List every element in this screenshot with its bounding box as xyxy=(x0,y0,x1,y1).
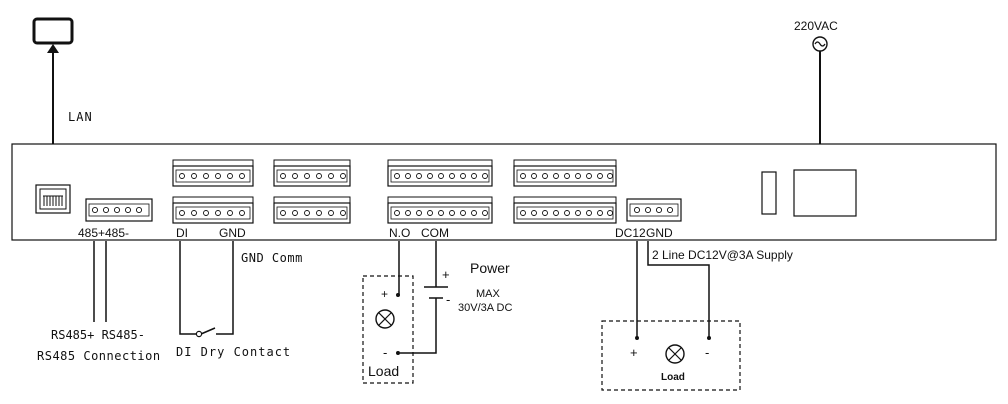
supply-wires xyxy=(636,241,710,338)
load1-node-minus xyxy=(396,351,400,355)
lan-label: LAN xyxy=(68,110,93,124)
load2-node-plus xyxy=(635,336,639,340)
port-label-com: COM xyxy=(421,226,449,240)
terminal-comm-top xyxy=(273,159,351,187)
port-label-dc12: DC12 xyxy=(615,226,646,240)
port-label-485p: 485+ xyxy=(78,226,105,240)
monitor-icon xyxy=(32,17,74,53)
lamp-icon xyxy=(375,309,395,329)
load2-box xyxy=(601,320,741,391)
load1-box xyxy=(362,275,414,384)
relay-wires xyxy=(398,241,437,354)
battery-plus: + xyxy=(442,267,450,282)
di-dry-contact-wires xyxy=(179,241,234,335)
load1-plus: + xyxy=(381,287,388,301)
load2-plus: + xyxy=(630,345,638,360)
rs485-pm-label: RS485+ RS485- xyxy=(51,328,145,342)
battery-icon xyxy=(424,286,448,299)
ac-source-icon xyxy=(812,36,828,52)
di-dry-contact-label: DI Dry Contact xyxy=(176,345,291,359)
lamp-icon xyxy=(665,344,685,364)
port-label-485m: 485- xyxy=(105,226,129,240)
ac-inlet xyxy=(793,169,857,217)
terminal-relay-top xyxy=(387,159,493,187)
terminal-485 xyxy=(85,198,153,222)
battery-minus: - xyxy=(446,292,450,307)
port-label-no: N.O xyxy=(389,226,410,240)
rs485-connection-label: RS485 Connection xyxy=(37,349,161,363)
label-mask xyxy=(310,248,332,268)
power-label: Power xyxy=(470,260,510,276)
port-label-gnd2: GND xyxy=(646,226,673,240)
port-label-gnd1: GND xyxy=(219,226,246,240)
load2-label: Load xyxy=(661,372,685,383)
switch-contact-icon xyxy=(195,330,203,338)
load1-label: Load xyxy=(368,363,399,379)
port-label-di: DI xyxy=(176,226,188,240)
rs485-wires xyxy=(93,241,107,322)
vac-label: 220VAC xyxy=(794,19,838,33)
gnd-comm-label: GND Comm xyxy=(241,251,303,265)
terminal-di-bottom xyxy=(172,196,254,224)
power-rating-label: 30V/3A DC xyxy=(458,302,512,314)
power-switch xyxy=(761,171,777,215)
terminal-di-top xyxy=(172,159,254,187)
terminal-relay-bottom xyxy=(387,196,493,224)
lan-port xyxy=(35,184,71,214)
load2-minus: - xyxy=(705,345,709,360)
load2-node-minus xyxy=(707,336,711,340)
terminal-power xyxy=(626,198,682,222)
terminal-comm-bottom xyxy=(273,196,351,224)
terminal-ext-bottom xyxy=(513,196,617,224)
supply-label: 2 Line DC12V@3A Supply xyxy=(652,248,793,262)
power-max-label: MAX xyxy=(476,288,501,300)
terminal-ext-top xyxy=(513,159,617,187)
load1-minus: - xyxy=(383,345,387,360)
